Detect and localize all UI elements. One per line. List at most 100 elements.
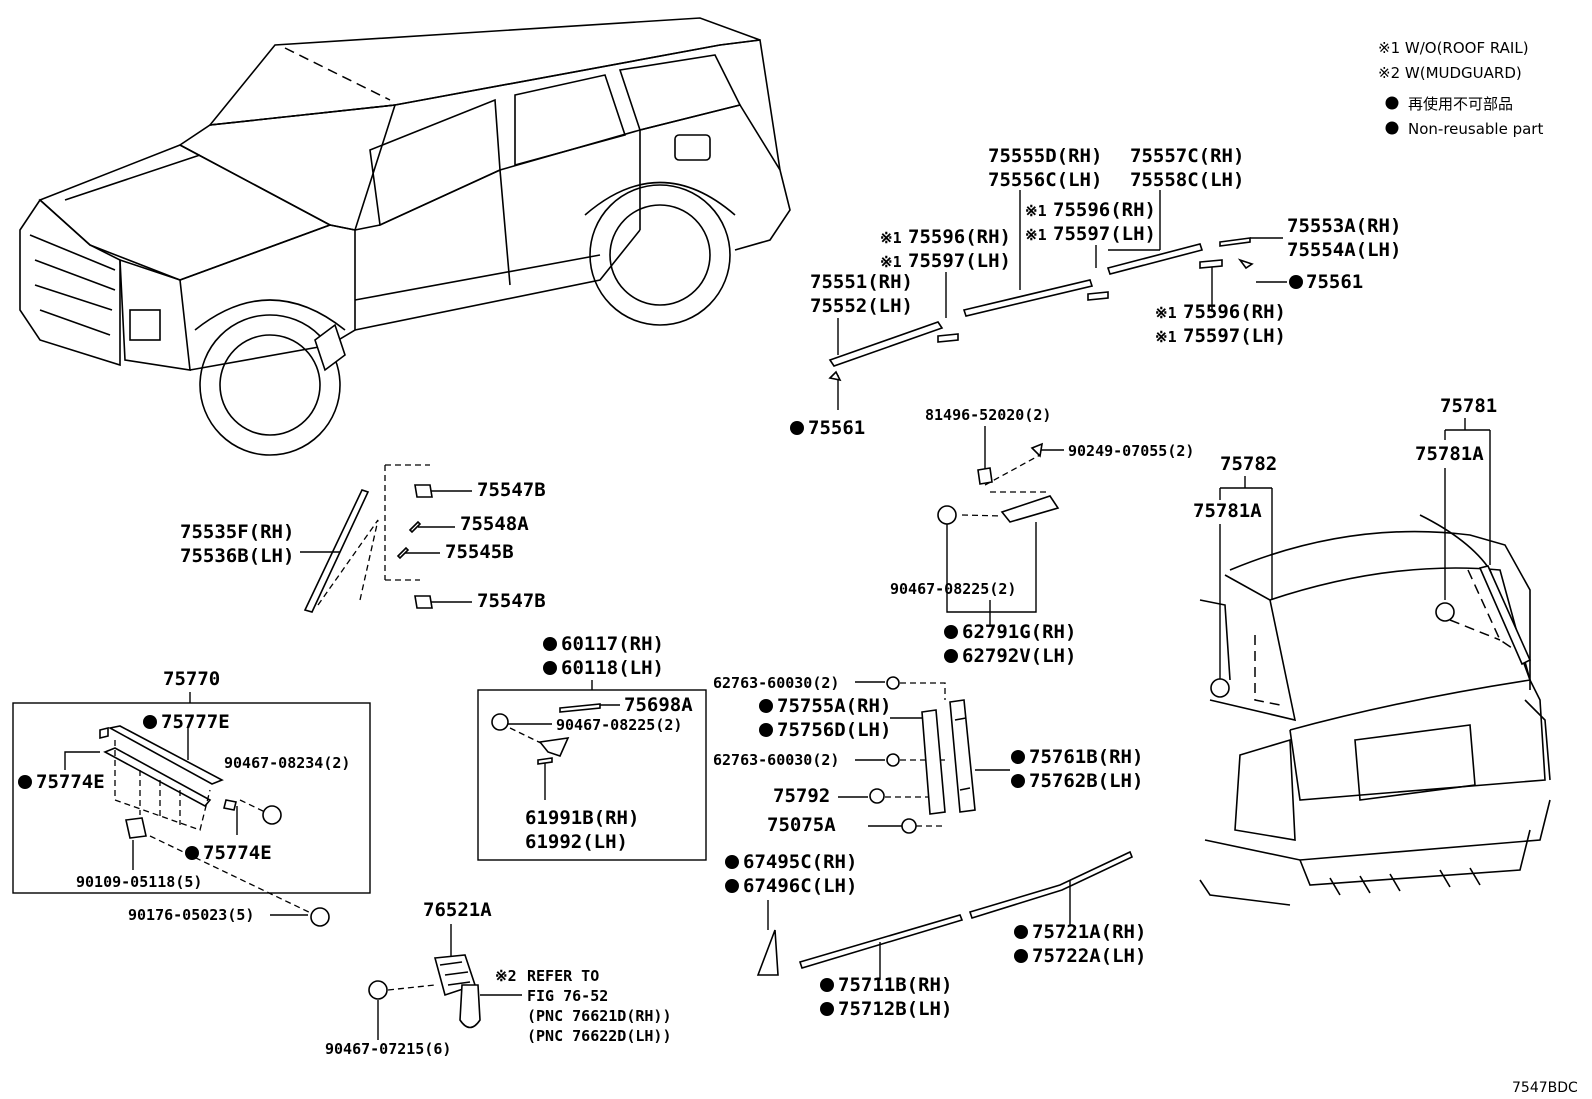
non-reusable-dot-icon — [1011, 750, 1025, 764]
part-label: 62791G(RH) — [962, 621, 1076, 643]
part-label: 75596(RH) — [1053, 199, 1156, 221]
non-reusable-dot-icon — [18, 775, 32, 789]
part-label: 75596(RH) — [1183, 301, 1286, 323]
non-reusable-dot-icon — [185, 846, 199, 860]
non-reusable-dot-icon — [790, 421, 804, 435]
front-pillar-garnish-group: 75547B 75548A 75545B 75547B 75535F(RH) 7… — [180, 464, 546, 613]
non-reusable-dot-icon — [759, 723, 773, 737]
mark-1: ※1 — [880, 229, 902, 247]
part-label: 75781 — [1440, 395, 1497, 417]
part-label: 75756D(LH) — [777, 719, 891, 741]
part-label: 75722A(LH) — [1032, 945, 1146, 967]
part-label: 90467-08234(2) — [224, 754, 350, 772]
non-reusable-dot-icon — [725, 879, 739, 893]
part-label: 75762B(LH) — [1029, 770, 1143, 792]
part-label: 75597(LH) — [908, 250, 1011, 272]
back-door-garnish-group: 81496-52020(2) 90249-07055(2) 90467-0822… — [890, 406, 1194, 667]
part-label: 61991B(RH) — [525, 807, 639, 829]
part-label: 75556C(LH) — [988, 169, 1102, 191]
part-label: 75547B — [477, 590, 546, 612]
refer-note: (PNC 76622D(LH)) — [527, 1027, 672, 1045]
mark-1: ※1 — [1025, 202, 1047, 220]
part-label: 75536B(LH) — [180, 545, 294, 567]
part-label: 61992(LH) — [525, 831, 628, 853]
part-label: 75551(RH) — [810, 271, 913, 293]
part-label: 75755A(RH) — [777, 695, 891, 717]
part-label: 75554A(LH) — [1287, 239, 1401, 261]
non-reusable-dot-icon — [543, 661, 557, 675]
non-reusable-dot-icon — [725, 855, 739, 869]
legend-note-2: ※2 W(MUDGUARD) — [1378, 64, 1522, 82]
refer-note: REFER TO — [527, 967, 599, 985]
non-reusable-dot-icon — [1289, 275, 1303, 289]
part-label: 62763-60030(2) — [713, 674, 839, 692]
part-label: 75774E — [203, 842, 272, 864]
refer-note: (PNC 76621D(RH)) — [527, 1007, 672, 1025]
part-label: 75711B(RH) — [838, 974, 952, 996]
part-label: 75075A — [767, 814, 836, 836]
part-label: 60118(LH) — [561, 657, 664, 679]
part-label: 76521A — [423, 899, 492, 921]
part-label: 75770 — [163, 668, 220, 690]
legend-note-1: ※1 W/O(ROOF RAIL) — [1378, 39, 1529, 57]
belt-moulding-group: 67495C(RH) 67496C(LH) 75721A(RH) 75722A(… — [725, 850, 1146, 1020]
part-label: 75781A — [1415, 443, 1484, 465]
non-reusable-dot-icon — [759, 699, 773, 713]
part-label: 75552(LH) — [810, 295, 913, 317]
part-label: 75557C(RH) — [1130, 145, 1244, 167]
quarter-garnish-group: 60117(RH) 60118(LH) 75698A 90467-08225(2… — [477, 633, 707, 861]
part-label: 90109-05118(5) — [76, 873, 202, 891]
part-label: 75761B(RH) — [1029, 746, 1143, 768]
part-label: 81496-52020(2) — [925, 406, 1051, 424]
refer-note: FIG 76-52 — [527, 987, 608, 1005]
part-label: 75561 — [1306, 271, 1363, 293]
part-label: 60117(RH) — [561, 633, 664, 655]
part-label: 75774E — [36, 771, 105, 793]
part-label: 75548A — [460, 513, 529, 535]
part-label: 75781A — [1193, 500, 1262, 522]
part-label: 90467-08225(2) — [556, 716, 682, 734]
part-label: 75558C(LH) — [1130, 169, 1244, 191]
part-label: 75535F(RH) — [180, 521, 294, 543]
part-label: 90467-07215(6) — [325, 1040, 451, 1058]
roof-moulding-group: 75555D(RH) 75556C(LH) 75557C(RH) 75558C(… — [790, 145, 1401, 439]
part-label: 75698A — [624, 694, 693, 716]
part-label: 75597(LH) — [1053, 223, 1156, 245]
rear-pillar-garnish-group: 62763-60030(2) 75755A(RH) 75756D(LH) 627… — [713, 674, 1143, 836]
non-reusable-dot-icon — [543, 637, 557, 651]
non-reusable-dot-icon — [1011, 774, 1025, 788]
non-reusable-dot-icon — [944, 625, 958, 639]
part-label: 75712B(LH) — [838, 998, 952, 1020]
mark-2: ※2 — [495, 967, 517, 985]
mark-1: ※1 — [1025, 226, 1047, 244]
part-label: 75553A(RH) — [1287, 215, 1401, 237]
part-label: 75547B — [477, 479, 546, 501]
part-label: 62792V(LH) — [962, 645, 1076, 667]
non-reusable-dot-icon — [1014, 925, 1028, 939]
part-label: 75555D(RH) — [988, 145, 1102, 167]
legend-nonreusable-jp: 再使用不可部品 — [1408, 95, 1513, 113]
mark-1: ※1 — [880, 253, 902, 271]
part-label: 75792 — [773, 785, 830, 807]
non-reusable-dot-icon — [820, 1002, 834, 1016]
part-label: 67496C(LH) — [743, 875, 857, 897]
part-label: 75545B — [445, 541, 514, 563]
part-label: 62763-60030(2) — [713, 751, 839, 769]
part-label: 90467-08225(2) — [890, 580, 1016, 598]
non-reusable-dot-icon — [820, 978, 834, 992]
part-label: 75721A(RH) — [1032, 921, 1146, 943]
non-reusable-dot-icon — [1385, 121, 1399, 135]
legend-nonreusable-en: Non-reusable part — [1408, 120, 1543, 138]
legend: ※1 W/O(ROOF RAIL) ※2 W(MUDGUARD) 再使用不可部品… — [1378, 39, 1543, 138]
part-label: 67495C(RH) — [743, 851, 857, 873]
part-label: 75777E — [161, 711, 230, 733]
non-reusable-dot-icon — [1385, 96, 1399, 110]
mark-1: ※1 — [1155, 304, 1177, 322]
part-label: 75782 — [1220, 453, 1277, 475]
mark-1: ※1 — [1155, 328, 1177, 346]
emblem-group: 75770 75777E 90467-08234(2) 75774E 75774… — [12, 668, 371, 927]
part-label: 90249-07055(2) — [1068, 442, 1194, 460]
part-label: 75596(RH) — [908, 226, 1011, 248]
non-reusable-dot-icon — [143, 715, 157, 729]
